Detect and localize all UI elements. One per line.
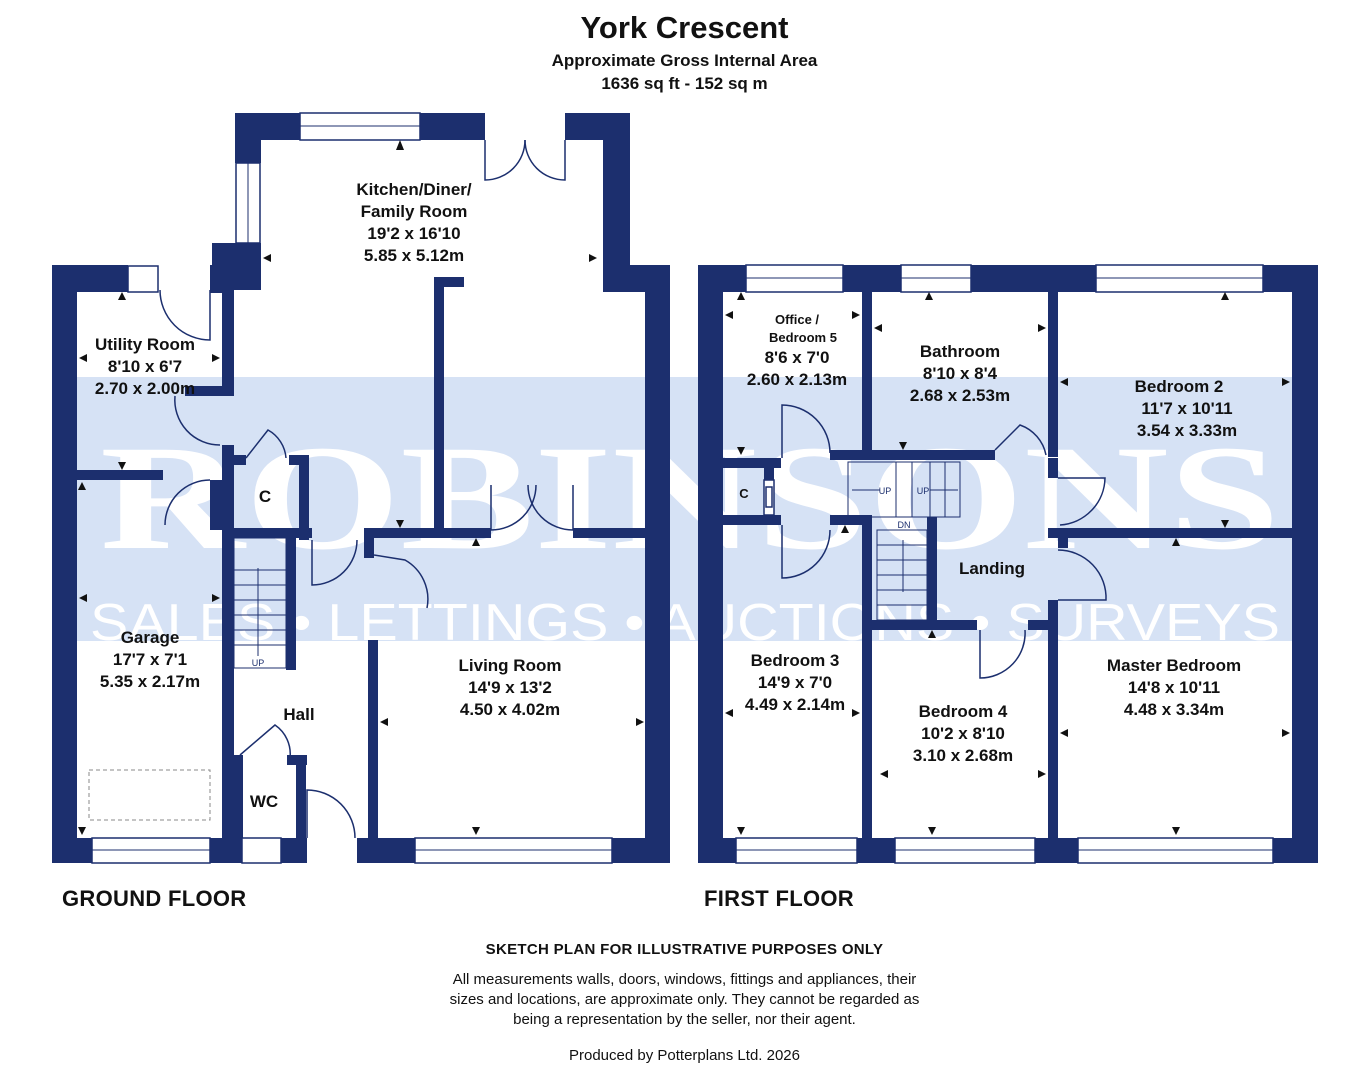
office-name-1: Office / xyxy=(775,312,819,327)
ground-floor-walls xyxy=(52,113,670,863)
produced-by: Produced by Potterplans Ltd. 2026 xyxy=(569,1047,800,1064)
watermark-band xyxy=(52,377,1318,641)
bedroom4-name: Bedroom 4 xyxy=(919,702,1008,721)
ground-dimension-arrows xyxy=(78,140,644,835)
utility-metric: 2.70 x 2.00m xyxy=(95,379,195,398)
bedroom2-name: Bedroom 2 xyxy=(1135,377,1224,396)
office-metric: 2.60 x 2.13m xyxy=(747,370,847,389)
office-name-2: Bedroom 5 xyxy=(769,330,837,345)
bedroom4-metric: 3.10 x 2.68m xyxy=(913,746,1013,765)
room-labels: Kitchen/Diner/ Family Room 19'2 x 16'10 … xyxy=(95,180,1241,811)
garage-metric: 5.35 x 2.17m xyxy=(100,672,200,691)
kitchen-imperial: 19'2 x 16'10 xyxy=(367,224,460,243)
bedroom3-name: Bedroom 3 xyxy=(751,651,840,670)
bedroom3-imperial: 14'9 x 7'0 xyxy=(758,673,832,692)
garage-door-outline xyxy=(88,769,211,821)
utility-name: Utility Room xyxy=(95,335,195,354)
office-imperial: 8'6 x 7'0 xyxy=(765,348,830,367)
living-name: Living Room xyxy=(459,656,562,675)
first-window-center-lines xyxy=(736,277,1273,851)
bedroom4-imperial: 10'2 x 8'10 xyxy=(921,724,1005,743)
first-stairs-up-label-2: UP xyxy=(917,486,930,496)
first-stairs xyxy=(847,461,961,621)
wc-label: WC xyxy=(250,792,278,811)
bathroom-imperial: 8'10 x 8'4 xyxy=(923,364,998,383)
living-imperial: 14'9 x 13'2 xyxy=(468,678,552,697)
master-imperial: 14'8 x 10'11 xyxy=(1128,678,1220,697)
first-floor-label: FIRST FLOOR xyxy=(704,886,854,911)
first-stairs-down-label: DN xyxy=(898,520,911,530)
disclaimer-line-2: sizes and locations, are approximate onl… xyxy=(449,991,920,1008)
living-metric: 4.50 x 4.02m xyxy=(460,700,560,719)
first-dimension-arrows xyxy=(725,292,1290,835)
master-metric: 4.48 x 3.34m xyxy=(1124,700,1224,719)
master-name: Master Bedroom xyxy=(1107,656,1241,675)
watermark-brand: ROBINSONS xyxy=(100,415,1280,581)
disclaimer-body: All measurements walls, doors, windows, … xyxy=(0,970,1369,1030)
landing-label: Landing xyxy=(959,559,1025,578)
first-door-swings xyxy=(763,404,1107,679)
kitchen-name-1: Kitchen/Diner/ xyxy=(356,180,472,199)
kitchen-metric: 5.85 x 5.12m xyxy=(364,246,464,265)
first-stairs-up-label-1: UP xyxy=(879,486,892,496)
disclaimer-line-1: All measurements walls, doors, windows, … xyxy=(452,971,917,988)
ground-stairs xyxy=(233,537,287,669)
garage-name: Garage xyxy=(121,628,180,647)
kitchen-name-2: Family Room xyxy=(361,202,468,221)
first-floor-plan: UP UP DN xyxy=(698,264,1318,864)
disclaimer-line-3: being a representation by the seller, no… xyxy=(513,1011,856,1028)
bedroom2-metric: 3.54 x 3.33m xyxy=(1137,421,1237,440)
bedroom3-metric: 4.49 x 2.14m xyxy=(745,695,845,714)
bedroom2-imperial: 11'7 x 10'11 xyxy=(1141,399,1232,418)
ground-stairs-up-label: UP xyxy=(252,658,265,668)
disclaimer-title: SKETCH PLAN FOR ILLUSTRATIVE PURPOSES ON… xyxy=(485,941,884,958)
area-value: 1636 sq ft - 152 sq m xyxy=(601,74,768,93)
garage-imperial: 17'7 x 7'1 xyxy=(113,650,187,669)
first-cupboard-label: C xyxy=(739,486,749,501)
hall-label: Hall xyxy=(283,705,314,724)
ground-floor-label: GROUND FLOOR xyxy=(62,886,247,911)
window-center-lines xyxy=(92,125,612,851)
plan-title: York Crescent xyxy=(580,10,789,45)
watermark-tagline: SALES • LETTINGS • AUCTIONS • SURVEYS xyxy=(90,594,1280,652)
first-floor-walls xyxy=(698,265,1318,863)
floor-plan-drawing: ROBINSONS SALES • LETTINGS • AUCTIONS • … xyxy=(52,112,1318,864)
bathroom-name: Bathroom xyxy=(920,342,1000,361)
ground-floor-plan: UP xyxy=(52,112,670,864)
area-subtitle: Approximate Gross Internal Area xyxy=(551,51,818,70)
ground-cupboard-label: C xyxy=(259,487,271,506)
utility-imperial: 8'10 x 6'7 xyxy=(108,357,182,376)
ground-door-swings xyxy=(159,139,574,839)
bathroom-metric: 2.68 x 2.53m xyxy=(910,386,1010,405)
